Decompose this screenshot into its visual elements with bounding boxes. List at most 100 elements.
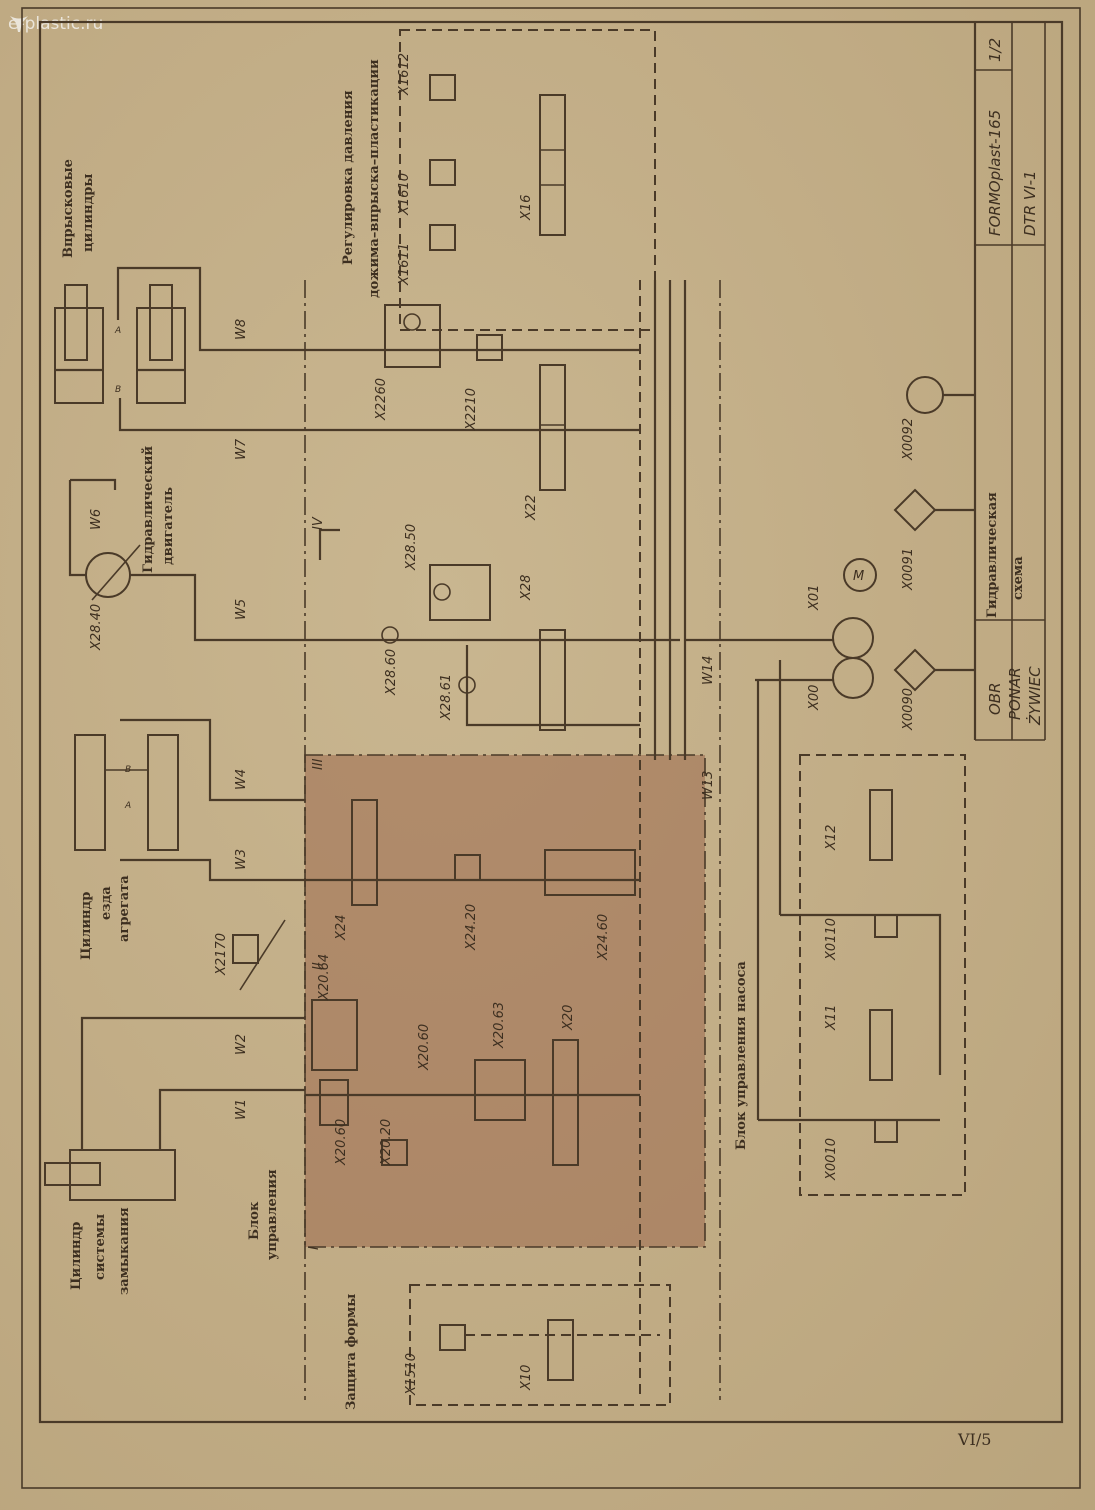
section-i: I [307, 1246, 322, 1250]
line-w8: W8 [234, 319, 249, 340]
x2420-label: X24.20 [464, 904, 479, 951]
pump-control-caption: Блок управления насоса [734, 961, 749, 1150]
x2260-label: X2260 [374, 378, 389, 421]
injection-cylinders-caption-1: Впрысковые [61, 159, 76, 258]
pressure-gauge-x0092 [906, 376, 944, 414]
line-w3: W3 [234, 849, 249, 870]
unit-cylinders: A B Цилиндр езда агрегата [74, 718, 305, 960]
line-w1: W1 [234, 1099, 249, 1120]
control-block-caption-2: управления [265, 1169, 280, 1260]
section-iv: IV [311, 516, 326, 530]
pump-unit: M X01 X00 X0090 X0091 X0092 [685, 376, 975, 731]
line-w4: W4 [234, 769, 249, 790]
line-w13: W13 [701, 771, 716, 800]
line-w14: W14 [701, 656, 716, 685]
x2064-label: X20.64 [317, 954, 332, 1001]
control-block-area [305, 755, 705, 1247]
pressure-regulation: Регулировка давления дожима–впрыска–плас… [341, 53, 566, 298]
x24-label: X24 [334, 915, 349, 941]
x16-label: X16 [519, 195, 534, 221]
x1510-label: X1510 [404, 1353, 419, 1396]
control-block-border [304, 754, 706, 1248]
x1612-label: X1612 [397, 53, 412, 96]
x0110-label: X0110 [824, 918, 839, 961]
x01-label: X01 [807, 585, 822, 611]
section-ii: II [311, 962, 326, 970]
outer-frame [21, 7, 1081, 1489]
drawing-title-2: схема [1011, 556, 1026, 600]
org-line-2: PONAR [1006, 667, 1024, 720]
mold-protection-caption: Защита формы [344, 1294, 359, 1410]
x2060a-label: X20.60 [417, 1024, 432, 1071]
svg-text:B: B [125, 765, 131, 775]
pump-x01 [832, 617, 874, 659]
org-line-3: ŻYWIEC [1025, 666, 1044, 726]
filter-x0090 [893, 648, 937, 692]
section-iii: III [311, 758, 326, 770]
x2170-valve [232, 934, 259, 964]
machine-model: FORMOplast-165 [986, 110, 1004, 236]
x11-label: X11 [824, 1005, 839, 1031]
x2460-label: X24.60 [596, 914, 611, 961]
watermark: e-plastic.ru [8, 14, 103, 34]
x22-label: X22 [524, 495, 539, 521]
svg-text:A: A [124, 801, 131, 811]
x0091-label: X0091 [901, 548, 916, 591]
org-line-1: OBR [986, 682, 1004, 715]
line-w6: W6 [89, 509, 104, 530]
e-plastic-logo-icon [10, 16, 28, 32]
document-code: DTR VI-1 [1021, 170, 1039, 236]
x10-label: X10 [519, 1365, 534, 1391]
line-w5: W5 [234, 599, 249, 620]
clamp-cylinder: Цилиндр системы замыкания [44, 1016, 305, 1295]
page-number: VI/5 [958, 1430, 992, 1449]
hydraulic-motor: Гидравлический двигатель W6 X28.40 [68, 446, 330, 651]
sheet-number: 1/2 [986, 38, 1004, 62]
x1611-label: X1611 [397, 243, 412, 286]
clamp-cylinder-caption-2: системы [93, 1214, 108, 1280]
unit-cylinder-caption-2: езда [99, 886, 114, 920]
x2850-label: X28.50 [404, 524, 419, 571]
valve-group-x28: X28.50 X28 X28.60 X28.61 [330, 524, 680, 731]
pressure-regulation-caption-1: Регулировка давления [341, 90, 356, 265]
x28-label: X28 [519, 575, 534, 601]
mold-protection: Защита формы X1510 X10 [344, 1294, 660, 1410]
x2860-label: X28.60 [384, 649, 399, 696]
x0090-label: X0090 [901, 688, 916, 731]
svg-text:B: B [115, 385, 121, 395]
x2170-label: X2170 [214, 933, 229, 976]
x1610-label: X1610 [397, 173, 412, 216]
drawing-title-1: Гидравлическая [985, 492, 1000, 618]
hydraulic-motor-caption-2: двигатель [161, 487, 176, 565]
watermark-text: e-plastic.ru [8, 14, 104, 34]
clamp-cylinder-caption-3: замыкания [117, 1207, 132, 1295]
motor-label: M [853, 569, 864, 584]
x2840-label: X28.40 [89, 604, 104, 651]
x2020-label: X20.20 [379, 1119, 394, 1166]
x12-label: X12 [824, 825, 839, 851]
mold-protection-box [409, 1284, 671, 1406]
x2210-label: X2210 [464, 388, 479, 431]
line-w7: W7 [234, 438, 249, 460]
x2063-label: X20.63 [492, 1002, 507, 1049]
drawing-frame [38, 20, 1064, 1424]
hydraulic-motor-caption-1: Гидравлический [141, 446, 156, 573]
pressure-regulation-caption-2: дожима–впрыска–пластикации [367, 59, 382, 298]
control-block-caption-1: Блок [247, 1201, 262, 1240]
pressure-regulation-box [399, 29, 656, 331]
injection-cylinders: A B Впрысковые цилиндры [54, 159, 186, 404]
clamp-cylinder-caption-1: Цилиндр [69, 1222, 84, 1290]
x00-label: X00 [807, 685, 822, 711]
line-w2: W2 [234, 1034, 249, 1055]
svg-text:A: A [114, 326, 121, 336]
x0010-label: X0010 [824, 1138, 839, 1181]
pump-control-components: Блок управления насоса X12 X11 X0110 X00… [734, 660, 942, 1181]
unit-cylinder-caption-1: Цилиндр [79, 892, 94, 960]
filter-x0091 [893, 488, 937, 532]
control-block-components: X24 X24.20 X24.60 X20.64 X20.60 X20.60 X… [305, 799, 640, 1166]
unit-cylinder-caption-3: агрегата [117, 875, 132, 942]
pump-control-box [799, 754, 966, 1196]
valve-group-x22: X2260 X2210 X22 [374, 304, 566, 521]
injection-cylinders-caption-2: цилиндры [81, 174, 96, 252]
